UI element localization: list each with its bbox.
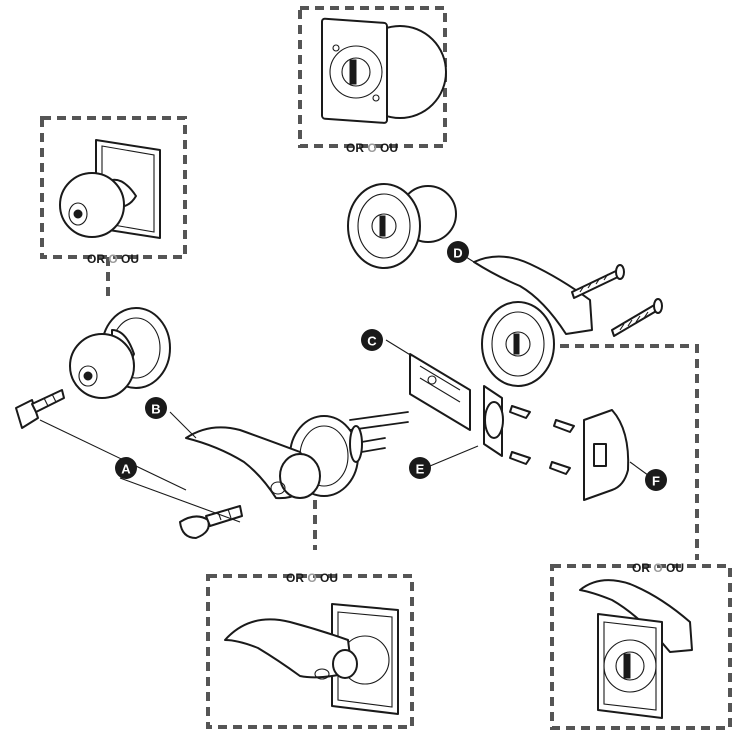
main-lever-assembly <box>185 411 409 500</box>
key-lower <box>179 505 243 539</box>
callout-a: A <box>115 457 137 479</box>
back-lever-assembly <box>473 255 593 387</box>
svg-text:A: A <box>121 462 131 477</box>
callout-d: D <box>447 241 469 263</box>
callout-b: B <box>145 397 167 419</box>
svg-text:OR O OU: OR O OU <box>87 252 139 266</box>
svg-text:OR O OU: OR O OU <box>286 571 338 585</box>
strike-plate <box>549 409 630 501</box>
svg-text:E: E <box>416 462 425 477</box>
svg-text:OR O OU: OR O OU <box>632 561 684 575</box>
alt-frame-top <box>298 6 447 148</box>
callout-c: C <box>361 329 383 351</box>
svg-text:D: D <box>453 246 462 261</box>
key-upper <box>15 389 65 429</box>
svg-text:F: F <box>652 474 660 489</box>
latch-assembly <box>409 353 504 457</box>
alt-frame-bottom-right <box>550 344 732 730</box>
alt-label-top: OR O OU <box>346 141 398 155</box>
callout-e: E <box>409 457 431 479</box>
through-bolt-lower <box>611 298 663 337</box>
alt-frame-keyed-knob <box>40 116 187 300</box>
keyed-knob <box>69 307 171 399</box>
alt-label-keyed-knob: OR O OU <box>87 252 139 266</box>
alt-label-bottom-center: OR O OU <box>286 571 338 585</box>
alt-frame-bottom-center <box>206 500 414 729</box>
alt-label-bottom-right: OR O OU <box>632 561 684 575</box>
back-knob-assembly <box>347 183 457 269</box>
svg-text:C: C <box>367 334 377 349</box>
callout-f: F <box>645 469 667 491</box>
svg-text:OR O OU: OR O OU <box>346 141 398 155</box>
svg-text:B: B <box>151 402 160 417</box>
through-bolt-upper <box>571 264 625 299</box>
latch-screws <box>509 405 531 465</box>
